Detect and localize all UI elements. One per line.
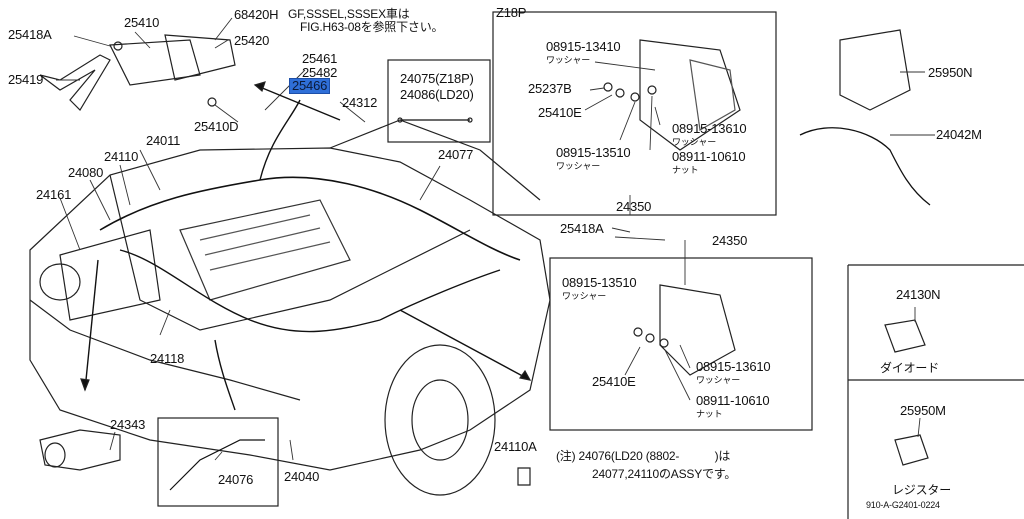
label-25237b: 25237B (528, 81, 572, 96)
label-24161: 24161 (36, 187, 72, 202)
label-washer-2: ワッシャー (672, 137, 717, 147)
label-08915-13510-z18p: 08915-13510 (556, 145, 631, 160)
label-washer-mid-1: ワッシャー (562, 291, 607, 301)
z18p-part (639, 39, 741, 151)
label-24076: 24076 (218, 472, 254, 487)
relay-25950n (839, 29, 911, 111)
note-line-2: 24077,24110のASSYです。 (592, 467, 737, 481)
harness-branch-b (259, 99, 301, 181)
label-08911-10610-mid: 08911-10610 (696, 393, 770, 408)
right-panel-frame (847, 264, 1024, 519)
headlight (39, 263, 81, 301)
label-08915-13410: 08915-13410 (546, 39, 621, 54)
label-25461: 25461 (302, 51, 338, 66)
label-68420h: 68420H (234, 7, 279, 22)
main-harness (99, 176, 521, 261)
label-25950n: 25950N (928, 65, 973, 80)
harness-branch-c (214, 339, 236, 411)
label-washer-1: ワッシャー (546, 55, 591, 65)
label-08911-10610-z18p: 08911-10610 (672, 149, 746, 164)
arrow-down (84, 259, 99, 391)
label-nut-mid: ナット (696, 409, 723, 419)
front-wheel (384, 344, 496, 496)
harness-branch-d (379, 269, 501, 321)
label-24110: 24110 (104, 149, 139, 164)
grille (59, 229, 161, 321)
label-24042m: 24042M (936, 127, 982, 142)
label-25410d: 25410D (194, 119, 239, 134)
inset-24350 (549, 257, 813, 431)
label-24080: 24080 (68, 165, 104, 180)
label-24350-z18p: 24350 (616, 199, 652, 214)
car-body-outline (29, 147, 551, 471)
register-25950m (894, 434, 929, 466)
label-washer-3: ワッシャー (556, 161, 601, 171)
diode-24130n (884, 319, 926, 353)
front-bumper (29, 299, 301, 401)
label-25410e-z18p: 25410E (538, 105, 582, 120)
bolt-24110a (517, 467, 531, 486)
label-25420: 25420 (234, 33, 270, 48)
harness-branch-a (119, 249, 381, 333)
windshield-frame (329, 119, 541, 201)
bracket-25419 (39, 54, 111, 111)
label-25410: 25410 (124, 15, 160, 30)
label-24343: 24343 (110, 417, 146, 432)
bracket-25420 (164, 34, 236, 81)
engine-detail (199, 214, 331, 271)
label-25466-highlighted[interactable]: 25466 (288, 78, 331, 94)
note-line-1: (注) 24076(LD20 (8802- )は (556, 449, 731, 463)
label-24075-z18p: 24075(Z18P) (400, 71, 474, 86)
label-25418a-top: 25418A (8, 27, 52, 42)
bolt-25418a (113, 41, 123, 51)
label-08915-13610-mid: 08915-13610 (696, 359, 771, 374)
label-25950m: 25950M (900, 403, 946, 418)
leader-lines (56, 17, 441, 461)
hood-opening (109, 174, 471, 331)
label-25419: 25419 (8, 72, 44, 87)
label-nut-z18p: ナット (672, 165, 699, 175)
part-24343 (39, 429, 121, 471)
label-24011: 24011 (146, 133, 181, 148)
inset-24075 (387, 59, 491, 143)
label-24077: 24077 (438, 147, 474, 162)
label-24040: 24040 (284, 469, 320, 484)
label-24086-ld20: 24086(LD20) (400, 87, 474, 102)
inset-z18p (492, 11, 777, 216)
label-diode: ダイオード (880, 361, 940, 375)
label-24110a: 24110A (494, 439, 537, 454)
inset-24076 (157, 417, 279, 507)
label-register: レジスター (892, 483, 952, 497)
front-wheel-hub (411, 379, 469, 461)
label-25418a-mid: 25418A (560, 221, 604, 236)
mid-part (659, 284, 736, 376)
label-washer-mid-2: ワッシャー (696, 375, 741, 385)
note-fig-ref: FIG.H63-08を参照下さい。 (300, 20, 444, 34)
note-gf-models: GF,SSSEL,SSSEX車は (288, 7, 410, 21)
arrow-to-mid-inset (399, 309, 531, 381)
label-24118: 24118 (150, 351, 185, 366)
bracket-25410 (109, 39, 201, 86)
arrow-to-detail (254, 84, 341, 121)
label-08915-13610-z18p: 08915-13610 (672, 121, 747, 136)
label-24130n: 24130N (896, 287, 941, 302)
label-24312: 24312 (342, 95, 378, 110)
engine-block (179, 199, 351, 301)
label-25410e-mid: 25410E (592, 374, 636, 389)
label-08915-13510-mid: 08915-13510 (562, 275, 637, 290)
label-24350-mid: 24350 (712, 233, 748, 248)
z18p-title: Z18P (496, 5, 527, 20)
clip-25410d (207, 97, 217, 107)
harness-24042m (799, 127, 931, 206)
reference-code: 910-A-G2401-0224 (866, 500, 940, 510)
label-25482: 25482 (302, 65, 338, 80)
